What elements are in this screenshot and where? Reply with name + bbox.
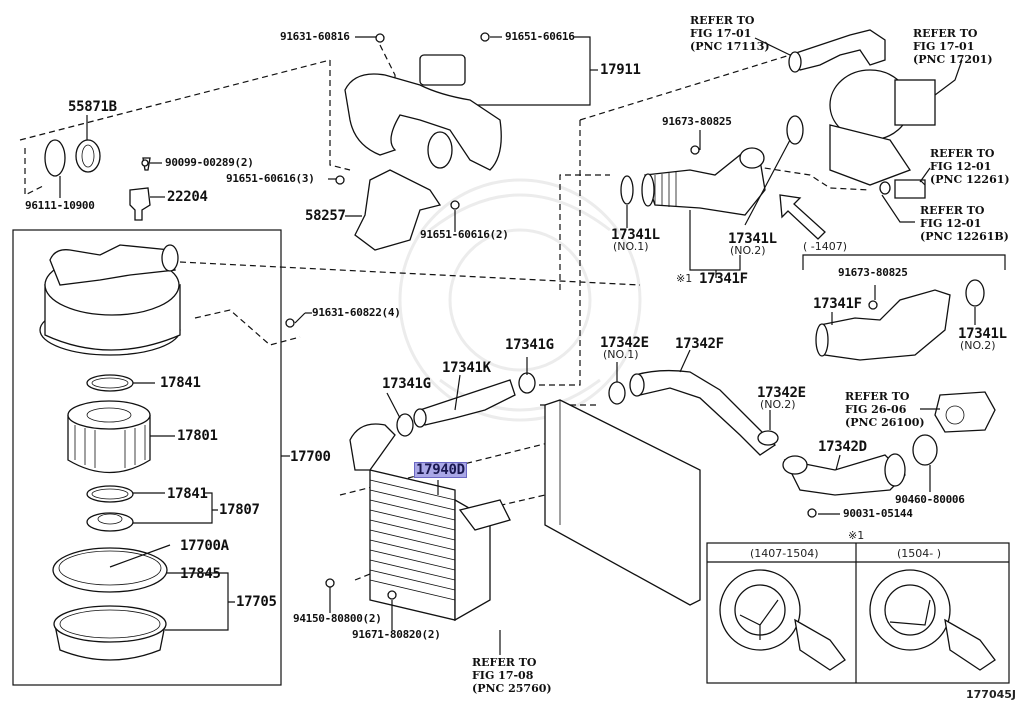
filter-element (67, 400, 151, 474)
refer-fig-17-01-17113[interactable]: REFER TO FIG 17-01 (PNC 17113) (690, 14, 770, 53)
label-55871B[interactable]: 55871B (68, 99, 117, 115)
label-17341K[interactable]: 17341K (442, 360, 491, 376)
watermark (398, 178, 642, 422)
label-91651-60616-2[interactable]: 91651-60616(2) (420, 228, 509, 241)
detail-table (706, 542, 1010, 684)
label-17341F[interactable]: 17341F (699, 271, 748, 287)
label-17801[interactable]: 17801 (177, 428, 218, 444)
label-96111-10900[interactable]: 96111-10900 (25, 199, 95, 212)
label-91631-60816[interactable]: 91631-60816 (280, 30, 350, 43)
label-17807[interactable]: 17807 (219, 502, 260, 518)
label-22204[interactable]: 22204 (167, 189, 208, 205)
turbo-assembly (788, 29, 936, 186)
label-91671-80820[interactable]: 91671-80820(2) (352, 628, 441, 641)
label-17841-lower[interactable]: 17841 (167, 486, 208, 502)
label-17341G-right[interactable]: 17341G (505, 337, 554, 353)
label-17341L-no2[interactable]: 17341L (728, 231, 777, 247)
variant-range-label: ( -1407) (803, 240, 848, 253)
air-cleaner-body (39, 244, 181, 356)
detail-col-1: (1407-1504) (750, 547, 819, 560)
label-17341G-left[interactable]: 17341G (382, 376, 431, 392)
label-94150-80800[interactable]: 94150-80800(2) (293, 612, 382, 625)
label-17341L-variant[interactable]: 17341L (958, 326, 1007, 342)
label-17940D-highlighted[interactable]: 17940D (414, 462, 467, 478)
label-17342E-no2[interactable]: 17342E (757, 385, 806, 401)
note-17341L-no2: (NO.2) (730, 244, 766, 257)
label-90031-05144[interactable]: 90031-05144 (843, 507, 913, 520)
label-17700[interactable]: 17700 (290, 449, 331, 465)
intercooler-17940D (349, 423, 511, 622)
label-91673-80825-variant[interactable]: 91673-80825 (838, 266, 908, 279)
refer-fig-26-06[interactable]: REFER TO FIG 26-06 (PNC 26100) (845, 390, 925, 429)
refer-fig-12-01-12261[interactable]: REFER TO FIG 12-01 (PNC 12261) (930, 147, 1010, 186)
mark-1: ※1 (676, 272, 693, 285)
note-no1: (NO.1) (603, 348, 639, 361)
label-17700A[interactable]: 17700A (180, 538, 229, 554)
direction-arrow-icon (779, 194, 826, 240)
note-17341L-no1: (NO.1) (613, 240, 649, 253)
label-17841-upper[interactable]: 17841 (160, 375, 201, 391)
label-17341L-no1[interactable]: 17341L (611, 227, 660, 243)
label-17911[interactable]: 17911 (600, 62, 641, 78)
duct-58257 (354, 169, 442, 251)
note-no2: (NO.2) (760, 398, 796, 411)
intake-duct-17911 (344, 54, 502, 171)
note-17341L-variant: (NO.2) (960, 339, 996, 352)
air-cleaner-frame (12, 229, 282, 686)
label-17705[interactable]: 17705 (236, 594, 277, 610)
label-58257[interactable]: 58257 (305, 208, 346, 224)
label-17342D[interactable]: 17342D (818, 439, 867, 455)
detail-col-2: (1504- ) (897, 547, 942, 560)
label-91673-80825[interactable]: 91673-80825 (662, 115, 732, 128)
refer-fig-12-01-12261B[interactable]: REFER TO FIG 12-01 (PNC 12261B) (920, 204, 1009, 243)
label-17342F[interactable]: 17342F (675, 336, 724, 352)
leader-lines (59, 36, 940, 655)
label-17341F-variant[interactable]: 17341F (813, 296, 862, 312)
label-91651-60616-3[interactable]: 91651-60616(3) (226, 172, 315, 185)
fastener-icons (141, 32, 878, 600)
label-17342E-no1[interactable]: 17342E (600, 335, 649, 351)
variant-hose (815, 279, 985, 361)
detail-mark: ※1 (848, 529, 865, 542)
label-90460-80006[interactable]: 90460-80006 (895, 493, 965, 506)
label-91651-60616[interactable]: 91651-60616 (505, 30, 575, 43)
label-17845[interactable]: 17845 (180, 566, 221, 582)
refer-fig-17-08[interactable]: REFER TO FIG 17-08 (PNC 25760) (472, 656, 552, 695)
refer-fig-17-01-17201[interactable]: REFER TO FIG 17-01 (PNC 17201) (913, 27, 993, 66)
label-90099-00289[interactable]: 90099-00289(2) (165, 156, 254, 169)
label-91631-60822[interactable]: 91631-60822(4) (312, 306, 401, 319)
figure-code: 177045J (966, 688, 1017, 701)
intake-hose-17341F (641, 147, 766, 216)
